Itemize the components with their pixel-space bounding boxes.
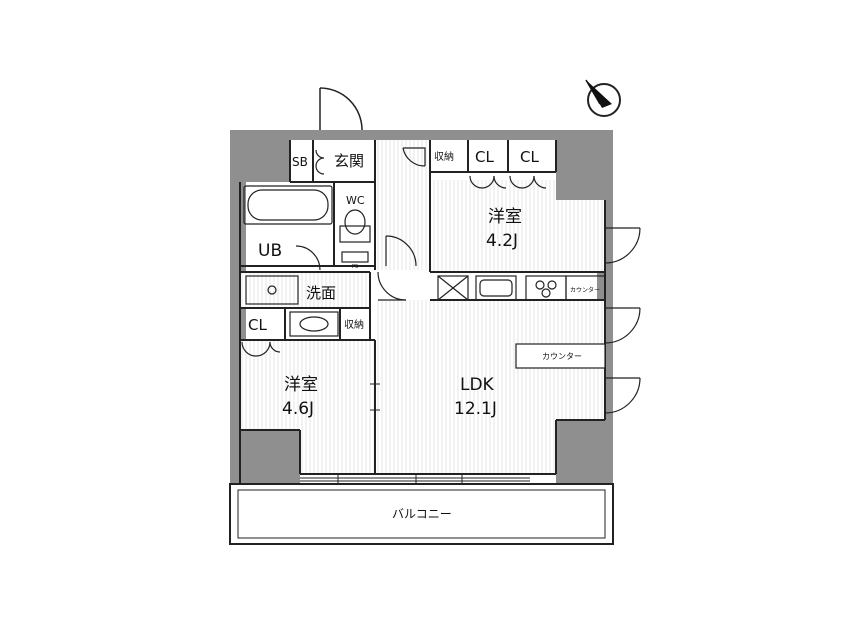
ldk-size: 12.1J bbox=[454, 399, 497, 419]
wc-label: WC bbox=[346, 194, 365, 207]
western-room-2-name: 洋室 bbox=[284, 375, 318, 395]
north-arrow-icon bbox=[585, 79, 621, 117]
bathtub bbox=[243, 185, 333, 225]
side-doors bbox=[604, 227, 641, 414]
toilet bbox=[339, 209, 371, 263]
ps-label: PS bbox=[352, 264, 358, 270]
western-room-1-name: 洋室 bbox=[488, 207, 522, 227]
counter-large-label: カウンター bbox=[542, 352, 582, 361]
closet-label-c: CL bbox=[248, 316, 267, 334]
closet-label-b: CL bbox=[520, 148, 539, 166]
partition-marks bbox=[370, 383, 380, 411]
genkan-label: 玄関 bbox=[334, 152, 364, 170]
storage-mid-label: 収納 bbox=[344, 318, 364, 331]
interior-doors bbox=[241, 147, 547, 357]
storage-top-label: 収納 bbox=[434, 150, 454, 163]
sb-label: SB bbox=[292, 155, 308, 169]
closet-label-a: CL bbox=[475, 148, 494, 166]
interior-walls bbox=[239, 140, 606, 484]
washroom-label: 洗面 bbox=[306, 284, 336, 302]
ldk-name: LDK bbox=[460, 375, 495, 395]
balcony-label: バルコニー bbox=[392, 507, 452, 521]
entry-door bbox=[319, 87, 363, 131]
western-room-2-size: 4.6J bbox=[282, 399, 314, 419]
counter-small-label: カウンター bbox=[570, 286, 600, 294]
balcony bbox=[229, 483, 614, 545]
washbasin bbox=[245, 275, 339, 337]
western-room-1-size: 4.2J bbox=[486, 231, 518, 251]
balcony-windows bbox=[300, 474, 530, 484]
ub-label: UB bbox=[258, 241, 282, 261]
kitchen bbox=[437, 275, 606, 369]
